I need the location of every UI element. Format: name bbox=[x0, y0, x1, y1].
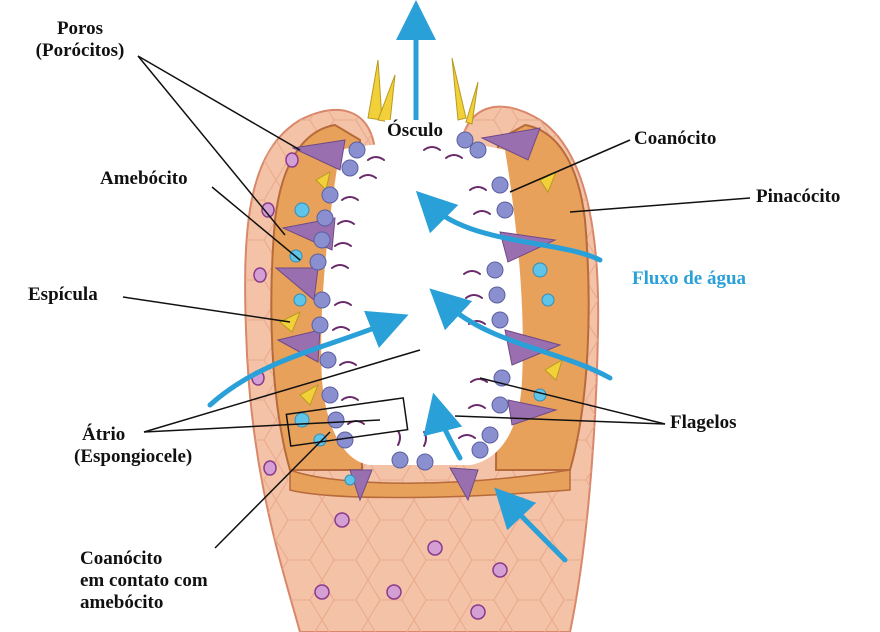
spicules-top bbox=[368, 58, 478, 124]
label-coanocito-contato-line3: amebócito bbox=[80, 592, 208, 614]
label-pinacocito: Pinacócito bbox=[756, 186, 840, 208]
label-flagelos: Flagelos bbox=[670, 412, 737, 434]
label-osculo: Ósculo bbox=[385, 120, 445, 142]
label-coanocito-contato: Coanócito em contato com amebócito bbox=[80, 548, 208, 614]
label-atrio-line1: Átrio bbox=[74, 424, 224, 446]
label-coanocito: Coanócito bbox=[634, 128, 716, 150]
label-coanocito-contato-line1: Coanócito bbox=[80, 548, 208, 570]
label-amebocito: Amebócito bbox=[100, 168, 188, 190]
atrium-cavity bbox=[321, 143, 523, 466]
label-coanocito-contato-line2: em contato com bbox=[80, 570, 208, 592]
label-poros-line2: (Porócitos) bbox=[32, 40, 128, 62]
label-poros: Poros (Porócitos) bbox=[32, 18, 128, 62]
label-fluxo-de-agua: Fluxo de água bbox=[632, 268, 746, 290]
label-poros-line1: Poros bbox=[32, 18, 128, 40]
label-atrio-line2: (Espongiocele) bbox=[74, 446, 224, 468]
label-espicula: Espícula bbox=[28, 284, 98, 306]
label-atrio: Átrio (Espongiocele) bbox=[74, 424, 224, 468]
